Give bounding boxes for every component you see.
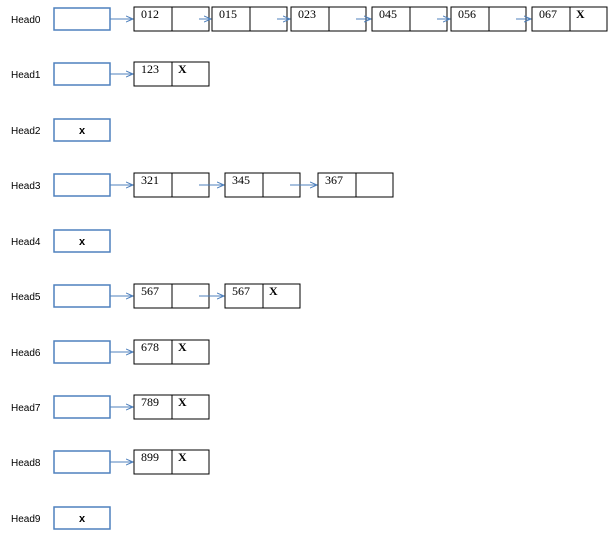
list-node: 067 X [531,6,608,32]
list-node: 012 [133,6,210,32]
null-marker: x [79,513,86,525]
list-node: 045 [371,6,448,32]
bucket-row-5: Head5 567 567 X [11,283,301,309]
list-node: 056 [450,6,527,32]
node-value: 067 [539,7,557,21]
node-value: 023 [298,7,316,21]
node-value: 567 [141,284,159,298]
head-label: Head1 [11,70,41,81]
head-pointer-box [53,340,111,364]
head-label: Head0 [11,15,41,26]
node-value: 678 [141,340,159,354]
head-pointer-box [53,118,111,142]
list-node: 899 X [133,449,210,475]
head-pointer-box [53,7,111,31]
list-node: 567 [133,283,210,309]
bucket-row-1: Head1 123 X [11,61,210,87]
node-value: 789 [141,395,159,409]
bucket-row-8: Head8 899 X [11,449,210,475]
head-pointer-box [53,229,111,253]
list-node: 567 X [224,283,301,309]
bucket-row-0: Head0 012 015 023 045 056 067 X [11,6,608,32]
bucket-row-3: Head3 321 345 367 [11,172,394,198]
node-value: 056 [458,7,476,21]
bucket-row-2: Head2 x [11,118,111,142]
node-value: 567 [232,284,250,298]
head-label: Head7 [11,403,41,414]
list-node: 123 X [133,61,210,87]
null-marker: x [79,236,86,248]
bucket-row-9: Head9 x [11,506,111,530]
node-value: 012 [141,7,159,21]
head-pointer-box [53,395,111,419]
node-value: 123 [141,62,159,76]
list-node: 789 X [133,394,210,420]
head-label: Head3 [11,181,41,192]
list-node: 678 X [133,339,210,365]
list-node: 015 [211,6,288,32]
list-node: 345 [224,172,301,198]
bucket-row-6: Head6 678 X [11,339,210,365]
null-pointer-marker: X [576,7,585,21]
node-value: 045 [379,7,397,21]
null-pointer-marker: X [178,395,187,409]
head-label: Head4 [11,237,41,248]
null-marker: x [79,125,86,137]
head-label: Head2 [11,126,41,137]
head-pointer-box [53,450,111,474]
null-pointer-marker: X [178,62,187,76]
bucket-row-7: Head7 789 X [11,394,210,420]
head-label: Head6 [11,348,41,359]
head-label: Head8 [11,458,41,469]
bucket-row-4: Head4 x [11,229,111,253]
node-value: 899 [141,450,159,464]
null-pointer-marker: X [178,340,187,354]
node-value: 345 [232,173,250,187]
node-value: 015 [219,7,237,21]
null-pointer-marker: X [269,284,278,298]
node-value: 321 [141,173,159,187]
head-pointer-box [53,506,111,530]
list-node: 321 [133,172,210,198]
list-node: 023 [290,6,367,32]
head-pointer-box [53,173,111,197]
head-pointer-box [53,62,111,86]
head-label: Head9 [11,514,41,525]
list-node: 367 [317,172,394,198]
head-pointer-box [53,284,111,308]
head-label: Head5 [11,292,41,303]
node-value: 367 [325,173,343,187]
null-pointer-marker: X [178,450,187,464]
